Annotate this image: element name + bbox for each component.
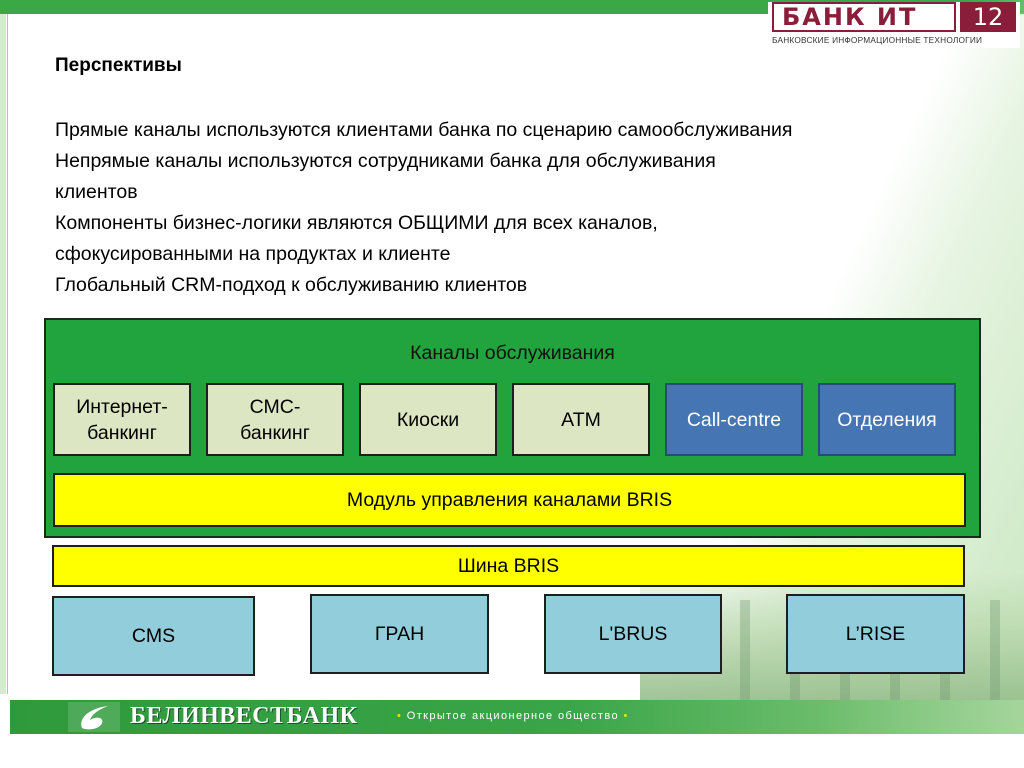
system-lbrus: L'BRUS [544,594,722,674]
channel-label: банкинг [87,421,157,444]
channel-label: Киоски [396,408,460,431]
channel-label: банкинг [240,421,310,444]
channels-title: Каналы обслуживания [410,342,615,364]
channel-label: Интернет- [76,395,168,418]
bank-subtitle: • Открытое акционерное общество • [397,710,629,722]
bank-it-logo: БАНК ИТ 12 БАНКОВСКИЕ ИНФОРМАЦИОННЫЕ ТЕХ… [768,2,1020,48]
channel-call-centre: Call-centre [665,383,803,456]
system-cms: CMS [52,596,255,676]
logo-subtitle: БАНКОВСКИЕ ИНФОРМАЦИОННЫЕ ТЕХНОЛОГИИ [772,35,983,45]
logo-number: 12 [960,2,1016,32]
footer-strip [0,734,1024,768]
bank-name: БЕЛИНВЕСТБАНК [130,703,358,729]
bullet-line: Глобальный CRM-подход к обслуживанию кли… [55,274,528,296]
footer-bar: БЕЛИНВЕСТБАНК • Открытое акционерное общ… [10,700,1024,734]
channel-label: СМС- [249,395,301,418]
bullet-line: клиентов [55,181,138,203]
system-gran: ГРАН [310,594,489,674]
system-lrise: L’RISE [786,594,965,674]
channel-label: Call-centre [686,408,782,431]
service-channels-block: Каналы обслуживания Интернет-банкинг СМС… [44,318,981,538]
channel-kiosks: Киоски [359,383,497,456]
channel-atm: ATM [512,383,650,456]
system-label: L’RISE [845,622,906,645]
bullet-line: Прямые каналы используются клиентами бан… [55,119,793,141]
system-label: CMS [131,624,176,647]
channel-label: Отделения [837,408,937,431]
channel-branches: Отделения [818,383,956,456]
channel-sms-banking: СМС-банкинг [206,383,344,456]
system-label: L'BRUS [598,622,668,645]
channel-internet-banking: Интернет-банкинг [53,383,191,456]
bank-subtitle-text: Открытое акционерное общество [406,710,619,722]
bullet-line: Непрямые каналы используются сотрудникам… [55,150,716,172]
channel-management-module: Модуль управления каналами BRIS [53,473,966,527]
bullet-line: сфокусированными на продуктах и клиенте [55,243,451,265]
slide-heading: Перспективы [55,55,182,76]
bris-bus: Шина BRIS [52,545,965,587]
channel-label: ATM [561,408,601,431]
bullet-line: Компоненты бизнес-логики являются ОБЩИМИ… [55,212,658,234]
bullet-list: Прямые каналы используются клиентами бан… [55,115,955,301]
system-label: ГРАН [374,622,425,645]
belinvestbank-logo-icon [68,702,120,732]
logo-name: БАНК ИТ [772,2,956,32]
